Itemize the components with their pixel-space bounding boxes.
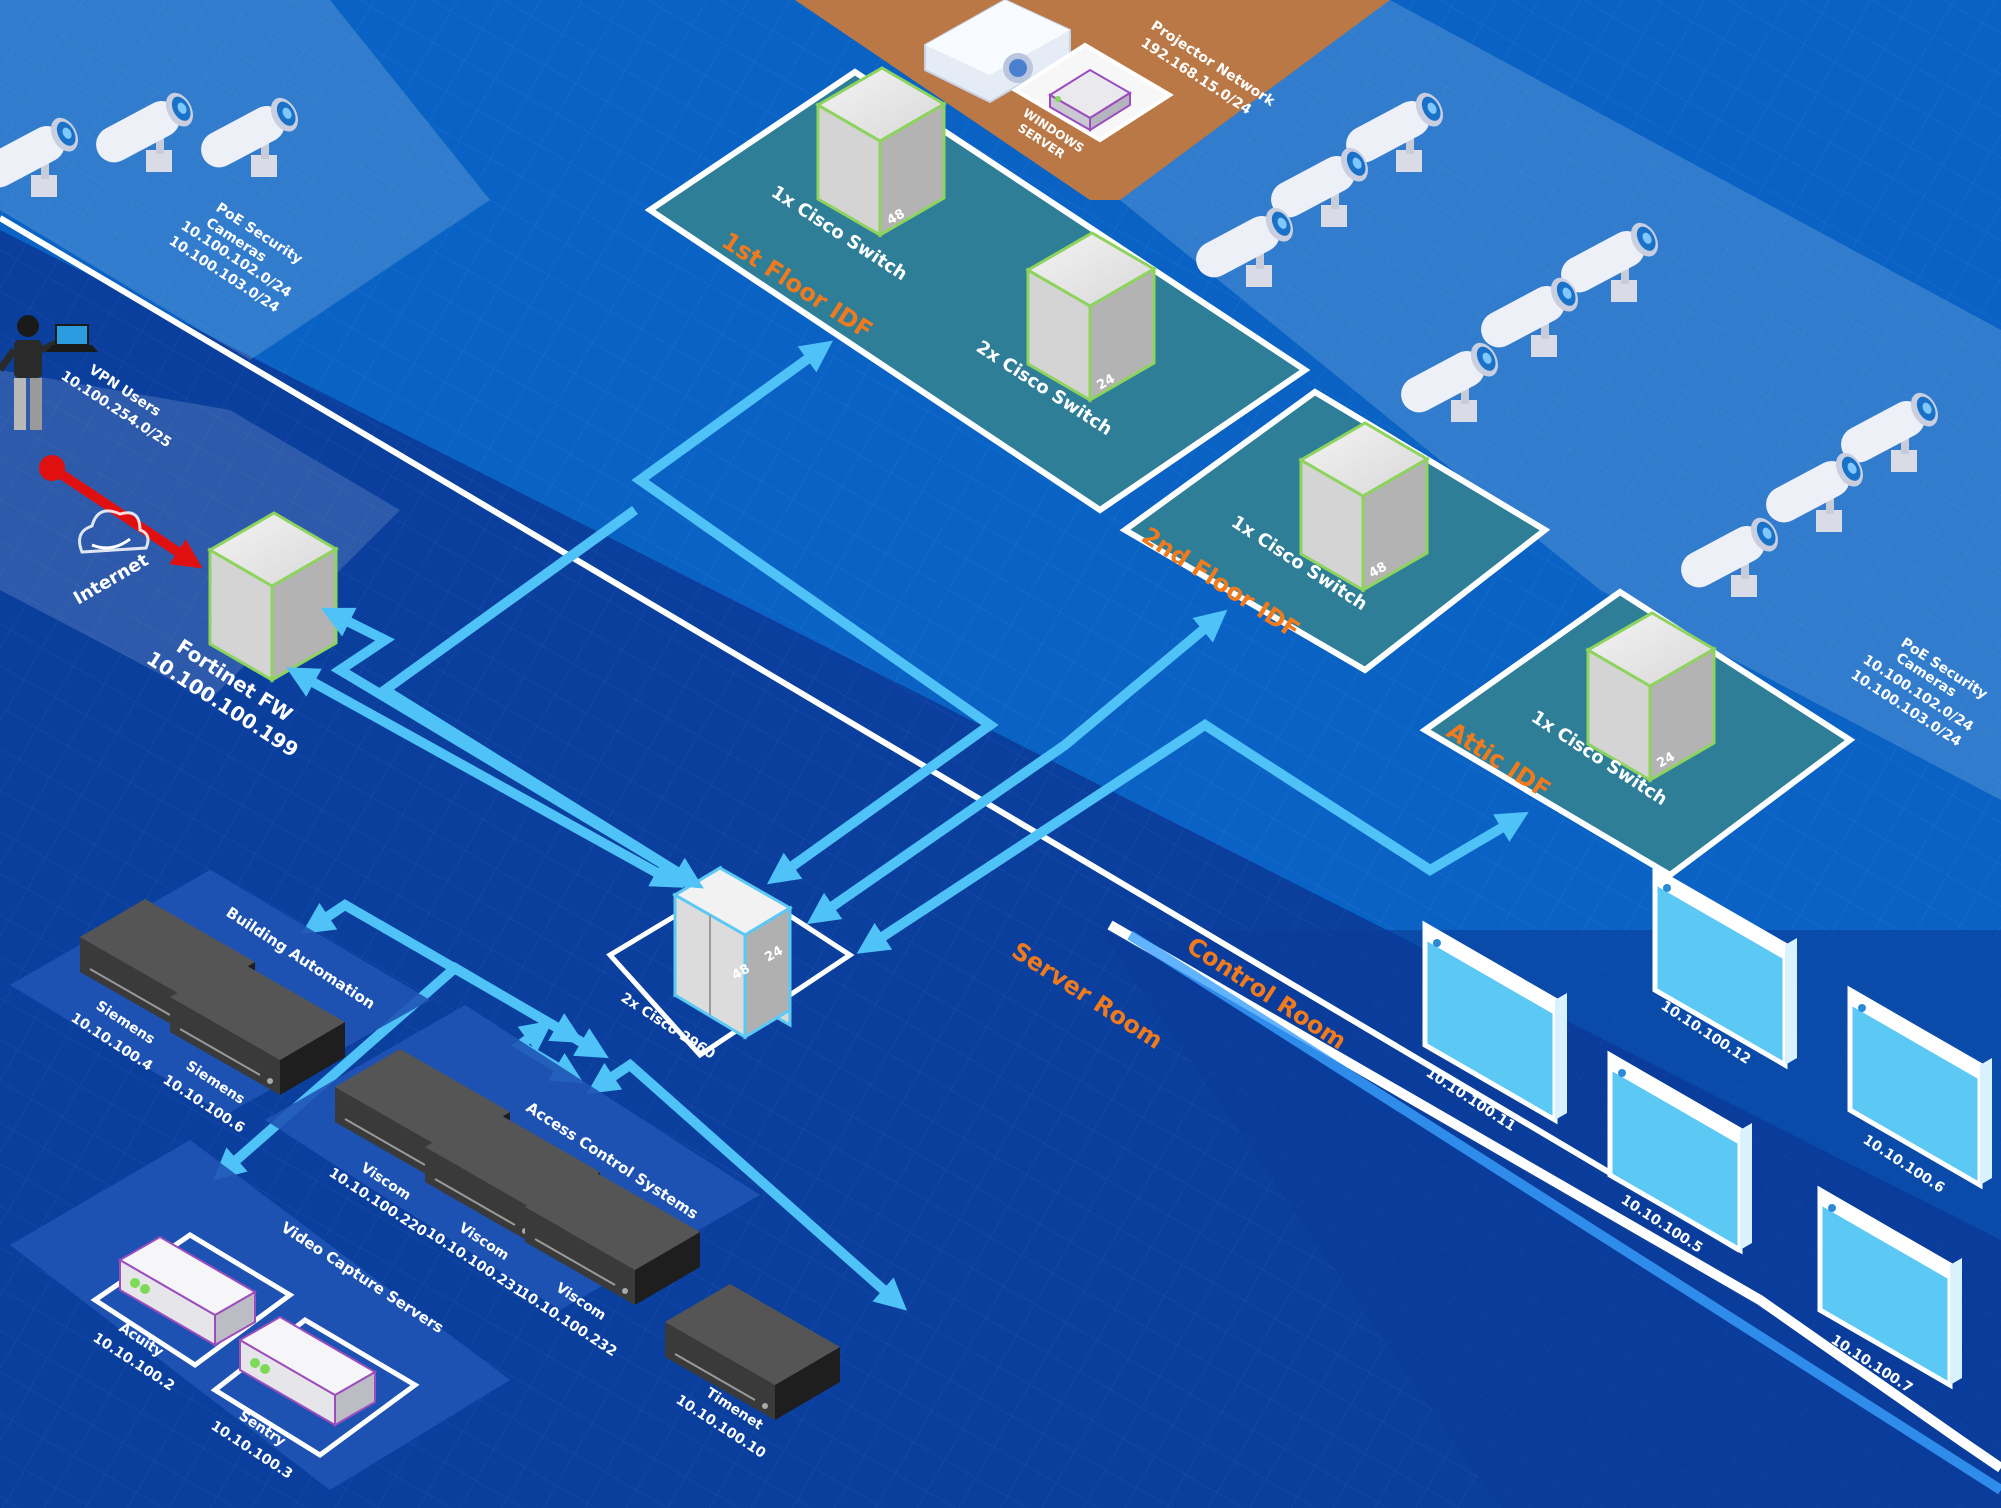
projector-icon: [924, 0, 1071, 104]
link-first-floor-b: [376, 505, 704, 889]
core-switch[interactable]: 48 24 2x Cisco 2960: [606, 865, 855, 1063]
laptop-icon: [46, 324, 98, 352]
link-firewall: [286, 667, 684, 888]
camera-zone-left: [0, 0, 490, 360]
attic-idf[interactable]: Attic IDF 1x Cisco Switch 24: [1419, 588, 1856, 879]
control-room-divider: [1107, 920, 2001, 1473]
control-room-floor: [1100, 930, 2001, 1508]
firewall-icon: [208, 511, 338, 682]
link-timenet: [586, 1058, 907, 1311]
internet-zone: [0, 370, 400, 700]
first-floor-idf[interactable]: 1st Floor IDF 1x Cisco Switch 48 2x Cisc…: [644, 66, 1311, 514]
windows-server-icon: [1048, 68, 1132, 132]
cloud-icon: [78, 509, 150, 554]
control-room-edge: [1127, 930, 2001, 1495]
camera-zone-right: [1120, 0, 2001, 800]
link-attic: [856, 719, 1529, 954]
core-switch-icon: [672, 865, 793, 1040]
connections: [212, 340, 1529, 1311]
